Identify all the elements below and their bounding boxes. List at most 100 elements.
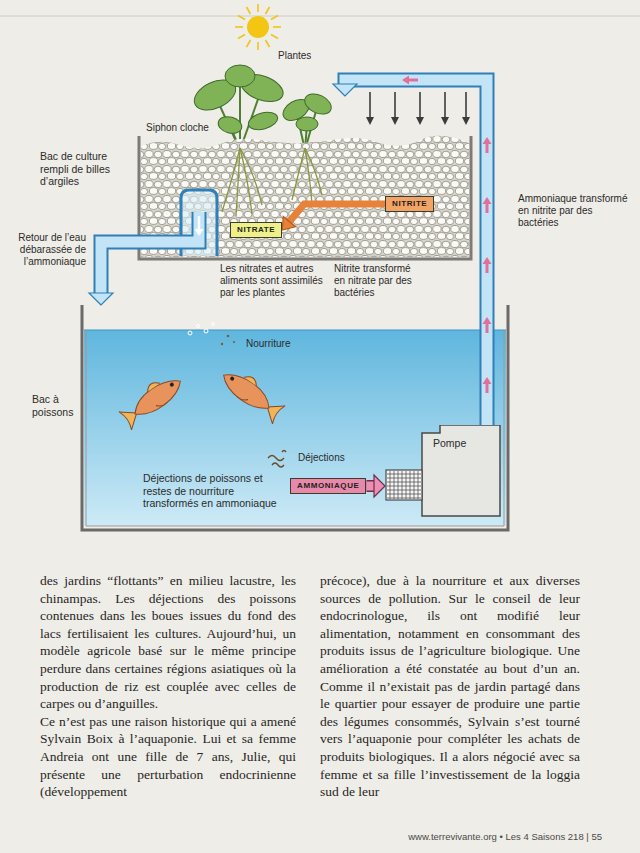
fish — [217, 363, 288, 424]
chem-name: NITRITE — [392, 199, 427, 209]
tank-heading: Bac à poissons — [32, 393, 78, 418]
article-paragraph: Ce n’est pas une raison historique qui a… — [40, 713, 296, 801]
spray-arrows — [394, 92, 396, 118]
bell-siphon — [139, 212, 199, 242]
fish-tank-drawing — [84, 329, 506, 330]
fish — [156, 399, 167, 409]
supply-pipe — [333, 84, 357, 96]
spray-arrows — [465, 92, 467, 118]
supply-pipe — [483, 137, 492, 144]
fish-tank-drawing — [82, 305, 508, 530]
sun — [247, 40, 251, 47]
tray — [139, 136, 471, 259]
pump-symbol — [398, 471, 399, 499]
plant-leaves — [296, 117, 318, 131]
chem-name: AMMONIAQUE — [297, 481, 359, 491]
pump-symbol — [414, 471, 415, 499]
supply-pipe — [486, 323, 489, 333]
flow-arrow — [374, 475, 385, 497]
pump-symbol — [406, 471, 407, 499]
sun — [247, 16, 269, 38]
sun — [273, 26, 281, 28]
spray-arrows — [391, 117, 399, 125]
droppings — [272, 463, 284, 467]
return-pipe — [101, 242, 140, 294]
droppings — [282, 451, 286, 453]
part-label: Déjections — [298, 452, 345, 464]
sun — [266, 7, 270, 14]
part-label: Nourriture — [246, 338, 290, 350]
bubbles — [188, 331, 192, 335]
bell-siphon — [139, 212, 199, 242]
pump-symbol — [422, 425, 500, 516]
supply-pipe — [483, 317, 492, 324]
fish — [129, 373, 186, 422]
conversion-arrow — [282, 216, 295, 230]
grow-bed: NITRATENITRITEBac de culture rempli de b… — [140, 96, 470, 260]
nitrate-box: NITRATE — [230, 222, 282, 238]
conversion-arrow — [282, 204, 385, 230]
sun — [271, 16, 278, 20]
fish — [229, 376, 235, 382]
return-pipe — [89, 242, 140, 305]
bubbles — [204, 329, 208, 333]
plant-roots — [240, 148, 252, 214]
sun — [271, 35, 278, 39]
food-flakes — [221, 335, 235, 345]
supply-pipe — [345, 80, 487, 425]
supply-pipe — [486, 143, 489, 153]
nitrite-box: NITRITE — [385, 196, 434, 212]
plant-roots — [236, 148, 240, 216]
fish — [218, 367, 275, 416]
supply-pipe — [483, 377, 492, 384]
pump-symbol — [394, 471, 395, 499]
article-paragraph: précoce), due à la nourriture et aux div… — [320, 572, 580, 801]
plant-roots — [292, 148, 305, 200]
supply-pipe — [408, 79, 418, 82]
part-label: Plantes — [278, 50, 311, 62]
pump-symbol — [387, 478, 421, 479]
plant-leaves — [216, 114, 243, 136]
return-pipe — [89, 293, 113, 305]
sun — [235, 4, 281, 50]
article-paragraph: des jardins “flottants” en milieu lacust… — [40, 572, 296, 713]
bell-siphon — [195, 229, 204, 236]
bubbles — [188, 323, 215, 336]
food-flakes — [233, 341, 235, 343]
plant-roots — [240, 148, 262, 205]
pump-symbol — [390, 471, 391, 499]
process-note: Retour de l’eau débarassée de l’ammoniaq… — [8, 232, 86, 268]
tray — [139, 136, 471, 259]
bed-heading: Bac de culture rempli de billes d’argile… — [40, 150, 126, 188]
fish-tank: AMMONIAQUEPompeBac à poissonsDéjections … — [82, 305, 508, 530]
fish — [145, 380, 160, 392]
plant-leaves — [246, 109, 279, 132]
pump-symbol — [387, 486, 421, 487]
fish-tank-drawing — [82, 305, 508, 530]
sun — [257, 4, 259, 12]
page-footer: www.terrevivante.org • Les 4 Saisons 218… — [300, 831, 602, 843]
food-flakes — [227, 335, 230, 338]
text-column: des jardins “flottants” en milieu lacust… — [40, 572, 296, 801]
sun — [257, 42, 259, 50]
sun — [238, 35, 245, 39]
conversion-arrow — [289, 204, 385, 222]
pump-symbol — [387, 482, 421, 483]
supply-pipe — [486, 263, 489, 273]
sun — [247, 7, 251, 14]
spray-arrows — [369, 92, 371, 118]
supply-pipe — [483, 197, 492, 204]
spray-arrows — [366, 117, 374, 125]
bubbles — [196, 324, 199, 327]
bell-siphon — [198, 216, 201, 230]
spray-arrows — [444, 92, 446, 118]
process-note: Les nitrates et autres aliments sont ass… — [220, 263, 328, 299]
sun — [266, 40, 270, 47]
part-label: Siphon cloche — [146, 122, 209, 134]
process-note: Nitrite transformé en nitrate par des ba… — [334, 263, 416, 299]
fish — [116, 369, 187, 430]
plant-roots — [305, 148, 322, 195]
pump: Pompe — [385, 425, 506, 518]
droppings — [268, 456, 284, 461]
